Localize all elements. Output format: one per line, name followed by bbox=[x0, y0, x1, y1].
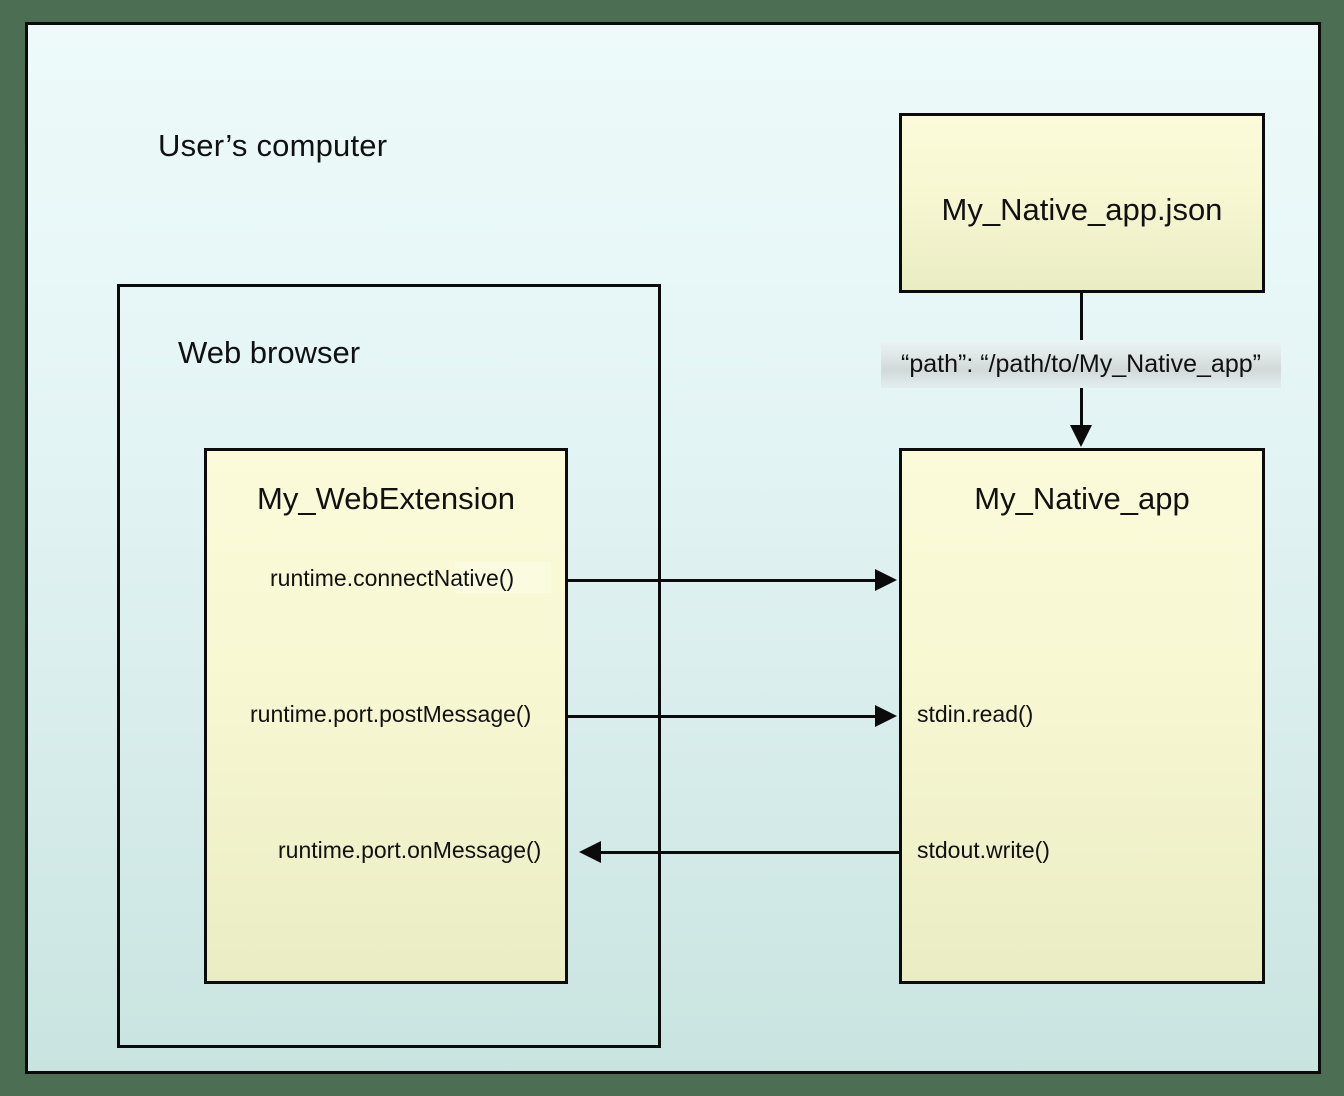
path-manifest-text: “path”: “/path/to/My_Native_app” bbox=[901, 349, 1261, 378]
api-label-stdin-read: stdin.read() bbox=[917, 701, 1034, 727]
native-app-title: My_Native_app bbox=[974, 481, 1190, 516]
users-computer-label: User’s computer bbox=[158, 128, 388, 163]
api-label-on-message: runtime.port.onMessage() bbox=[278, 837, 542, 863]
webextension-title: My_WebExtension bbox=[257, 481, 515, 516]
web-browser-label: Web browser bbox=[178, 335, 361, 370]
arrow-path-to-native-app-head bbox=[1070, 425, 1092, 447]
api-label-post-message: runtime.port.postMessage() bbox=[250, 701, 532, 727]
native-app-json-title: My_Native_app.json bbox=[941, 192, 1223, 227]
arrow-connect-native-line bbox=[567, 579, 877, 582]
arrow-stdout-write-head bbox=[579, 841, 601, 863]
api-label-stdout-write: stdout.write() bbox=[917, 837, 1050, 863]
arrow-post-message-line bbox=[567, 715, 877, 718]
path-manifest-annotation: “path”: “/path/to/My_Native_app” bbox=[881, 340, 1281, 388]
arrow-post-message-head bbox=[875, 705, 897, 727]
web-browser-container bbox=[117, 284, 661, 1048]
native-app-box: My_Native_app bbox=[899, 448, 1265, 984]
webextension-box: My_WebExtension bbox=[204, 448, 568, 984]
native-app-json-box: My_Native_app.json bbox=[899, 113, 1265, 293]
arrow-path-to-native-app-line bbox=[1080, 388, 1083, 427]
arrow-json-to-path-line bbox=[1080, 293, 1083, 340]
arrow-connect-native-head bbox=[875, 569, 897, 591]
arrow-stdout-write-line bbox=[601, 851, 899, 854]
api-label-connect-native: runtime.connectNative() bbox=[270, 565, 515, 591]
diagram-canvas: User’s computer Web browser My_Native_ap… bbox=[25, 22, 1321, 1074]
connect-native-highlight bbox=[455, 562, 551, 593]
